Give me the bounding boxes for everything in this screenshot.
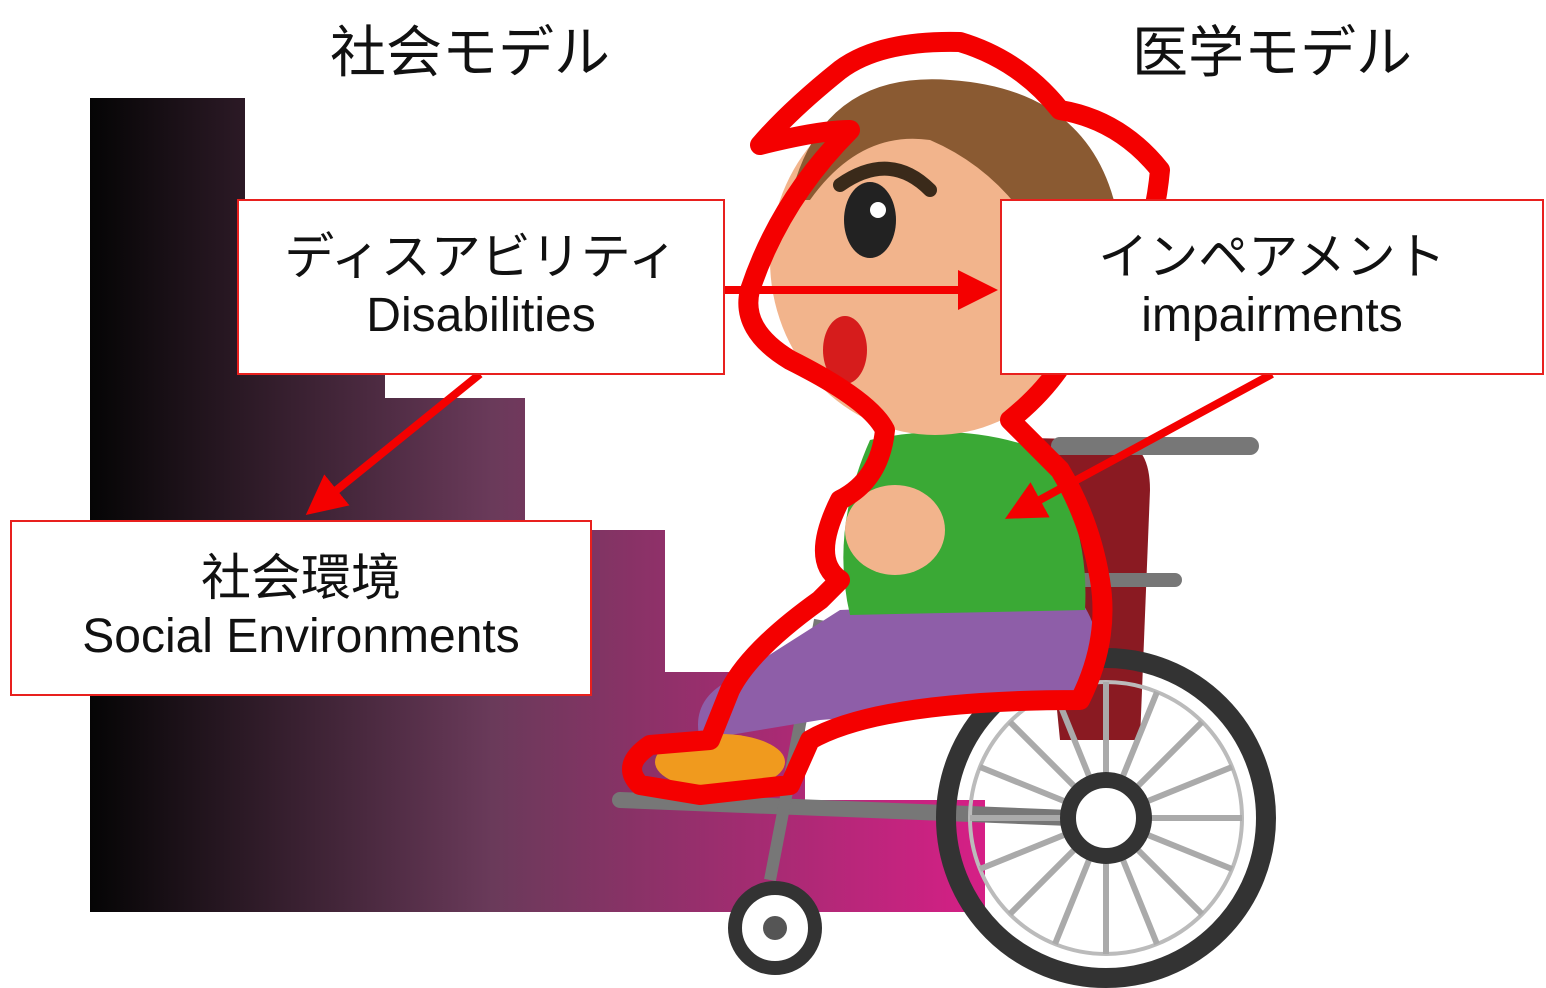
impairment-label-en: impairments	[1141, 288, 1403, 342]
impairment-box: インペアメント impairments	[1000, 199, 1544, 375]
medical-model-heading: 医学モデル	[1132, 21, 1412, 86]
disability-box: ディスアビリティ Disabilities	[237, 199, 725, 375]
person-outline-highlight	[622, 31, 1170, 805]
arrows	[305, 270, 1274, 519]
arrow-disability-to-environment	[305, 370, 483, 516]
social-model-heading: 社会モデル	[330, 21, 610, 86]
disability-label-en: Disabilities	[366, 288, 596, 342]
environment-label-jp: 社会環境	[201, 549, 401, 608]
environment-label-en: Social Environments	[82, 609, 520, 663]
disability-label-jp: ディスアビリティ	[284, 228, 678, 287]
impairment-label-jp: インペアメント	[1098, 228, 1446, 287]
environment-box: 社会環境 Social Environments	[10, 520, 592, 696]
arrow-impairment-to-person	[1004, 370, 1274, 519]
